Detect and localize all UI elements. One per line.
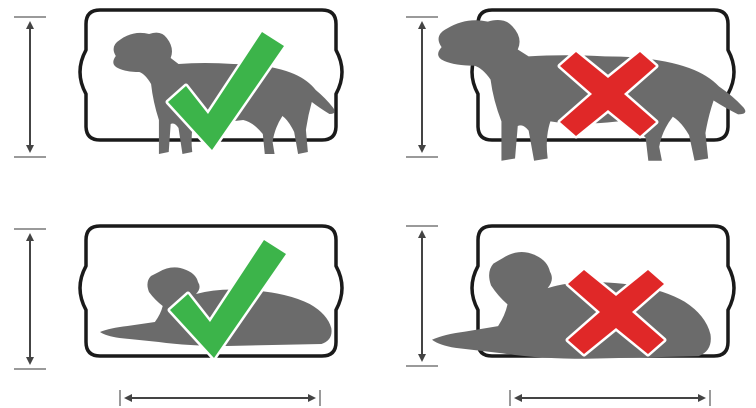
height-measure-icon xyxy=(14,17,46,157)
panel-lying-too-big xyxy=(406,226,734,406)
panel-standing-correct xyxy=(14,10,342,157)
length-measure-icon xyxy=(120,390,320,406)
height-measure-icon xyxy=(406,226,438,366)
height-measure-icon xyxy=(406,17,438,157)
panel-lying-correct xyxy=(14,226,342,406)
panel-standing-too-big xyxy=(406,10,745,161)
length-measure-icon xyxy=(510,390,710,406)
height-measure-icon xyxy=(14,229,46,369)
